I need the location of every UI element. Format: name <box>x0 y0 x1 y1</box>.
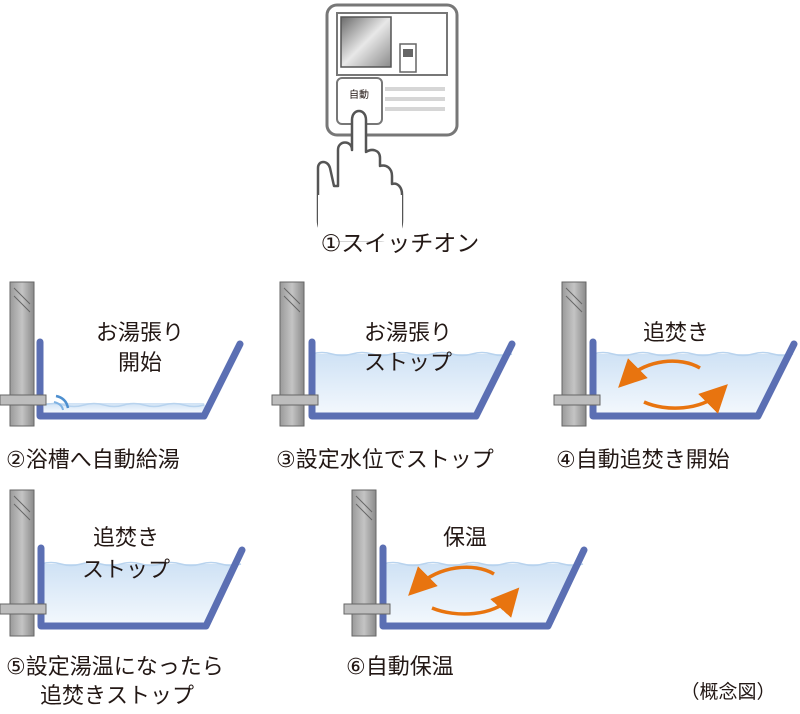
step5-caption-line2: 追焚きストップ <box>40 684 194 709</box>
bath-step4 <box>553 281 798 427</box>
step2-caption: ②浴槽へ自動給湯 <box>6 448 180 473</box>
control-panel: 自動 <box>325 3 459 137</box>
step5-caption-line1: ⑤設定湯温になったら <box>6 655 224 680</box>
bath-step5 <box>0 489 246 637</box>
bath-step2 <box>0 281 244 427</box>
display-screen <box>340 16 392 68</box>
indicator-icon <box>399 43 417 73</box>
circulation-arrow-top <box>618 358 701 388</box>
step2-label-line2: 開始 <box>118 351 162 376</box>
auto-button-label: 自動 <box>349 88 369 101</box>
step3-caption: ③設定水位でストップ <box>276 448 494 473</box>
circulation-arrow-bottom <box>643 384 728 414</box>
step5-label-line2: ストップ <box>82 558 170 583</box>
bath-step3 <box>271 281 516 427</box>
keepwarm-arrow-bottom <box>431 587 520 618</box>
bath-step6 <box>343 489 588 637</box>
step2-label-line1: お湯張り <box>96 321 184 346</box>
step5-label-line1: 追焚き <box>93 526 159 551</box>
step6-label-line1: 保温 <box>443 526 487 551</box>
step4-label-line1: 追焚き <box>643 321 709 346</box>
step1-caption: ①スイッチオン <box>321 231 480 257</box>
step3-label-line2: ストップ <box>364 351 452 376</box>
step3-label-line1: お湯張り <box>364 321 452 346</box>
step6-caption: ⑥自動保温 <box>346 655 454 680</box>
step4-caption: ④自動追焚き開始 <box>556 448 730 473</box>
concept-note: （概念図） <box>680 680 775 703</box>
keepwarm-arrow-top <box>408 565 495 596</box>
